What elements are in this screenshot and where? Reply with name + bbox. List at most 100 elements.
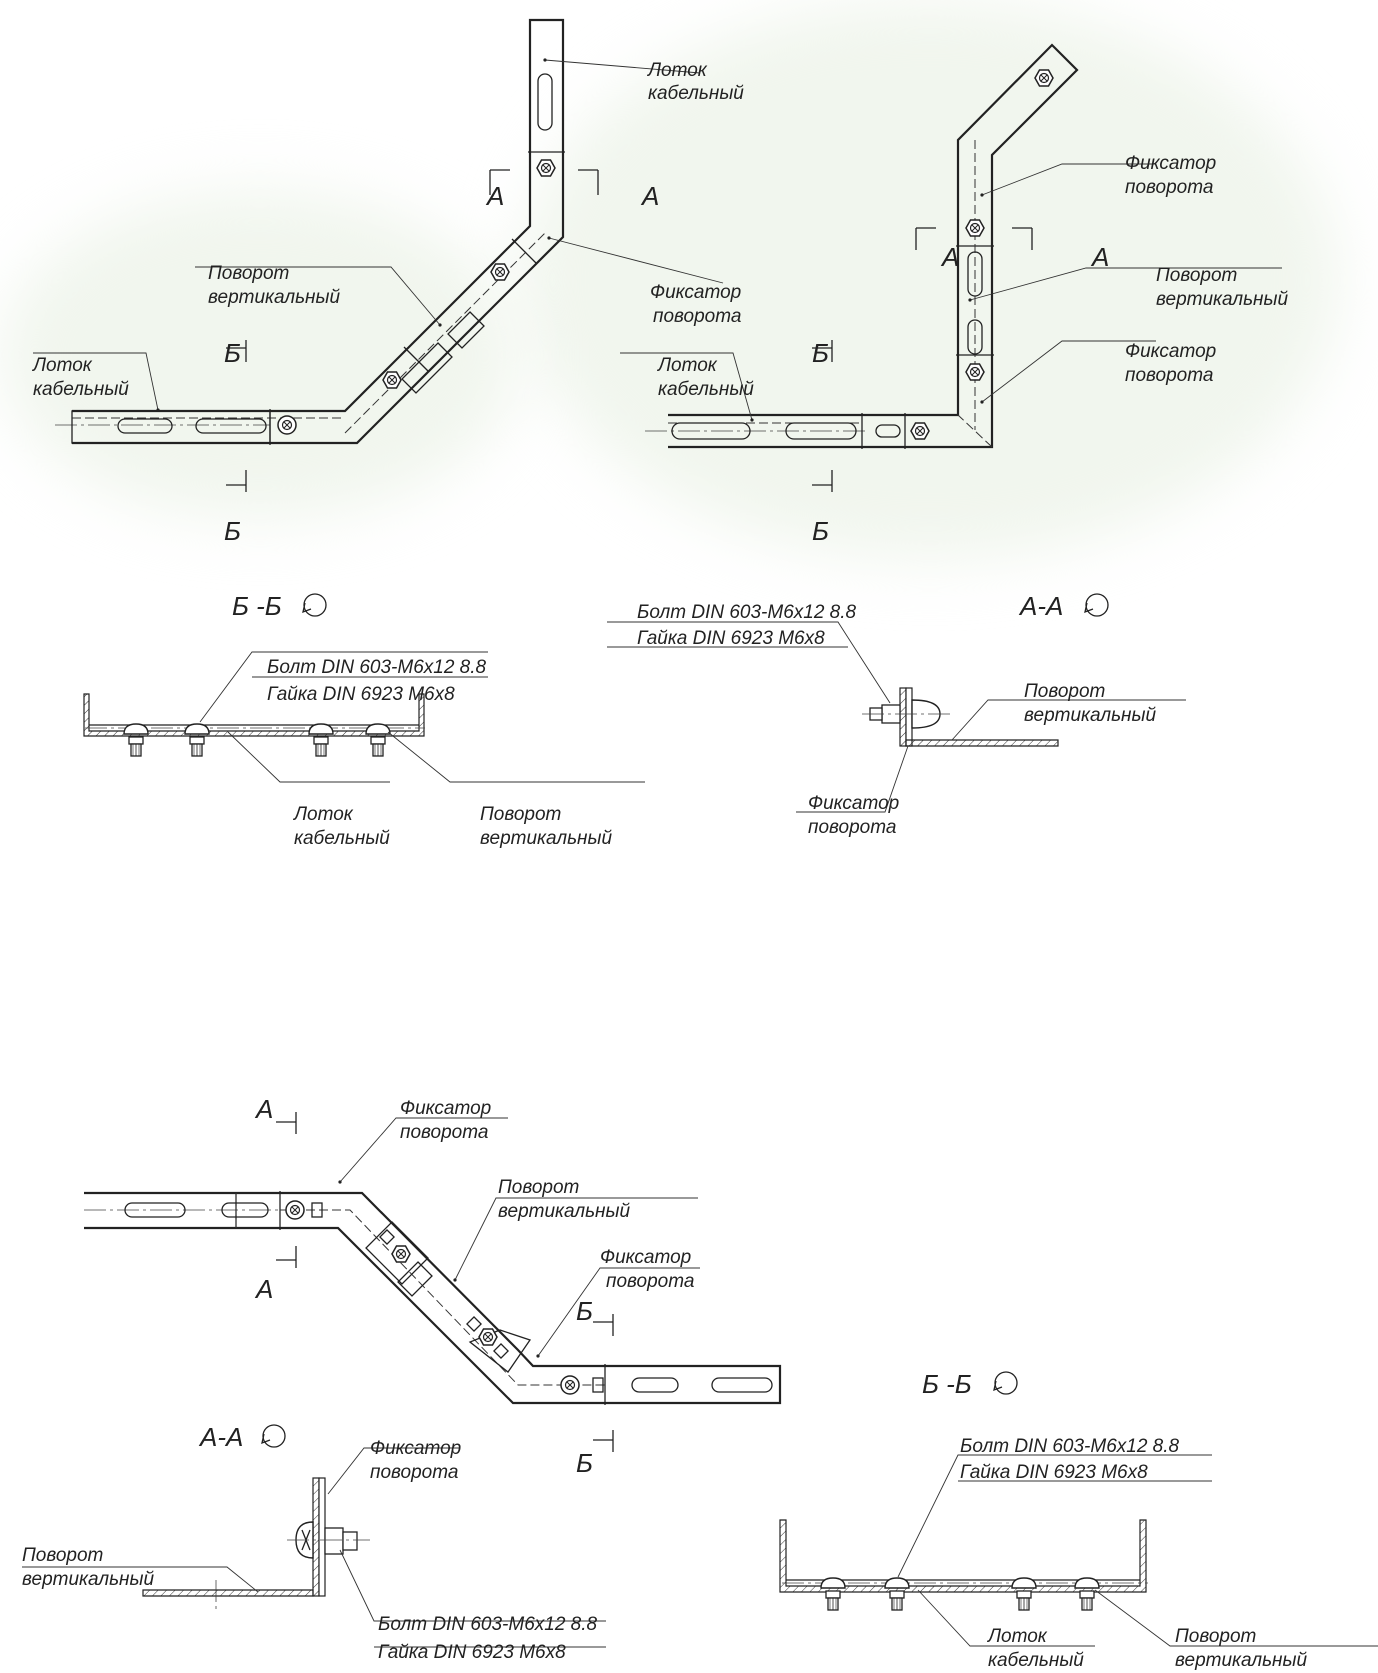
label-fixator-l2: поворота: [808, 817, 896, 838]
label-tray-l1: Лоток: [656, 355, 718, 376]
label-turn-l1: Поворот: [498, 1177, 579, 1198]
label-turn-l2: вертикальный: [498, 1201, 630, 1222]
svg-text:Гайка DIN 6923 М6х8: Гайка DIN 6923 М6х8: [378, 1642, 566, 1663]
label-fixator-l2: поворота: [400, 1122, 488, 1143]
section-letter: Б: [224, 338, 241, 368]
section-letter: Б: [576, 1296, 593, 1326]
section-title: Б -Б: [232, 591, 282, 621]
bolt-icon: [1034, 69, 1054, 87]
label-tray-l2: кабельный: [33, 379, 129, 400]
label-tray-l1: Лоток: [646, 60, 708, 81]
section-title: Б -Б: [922, 1369, 972, 1399]
label-tray-l2: кабельный: [648, 83, 744, 104]
label-fixator-l1: Фиксатор: [1125, 153, 1216, 174]
bolt-icon: [277, 415, 297, 435]
svg-text:А: А: [1090, 242, 1109, 272]
bolt-icon: [1011, 1577, 1037, 1611]
label-nut: Гайка DIN 6923 М6х8: [267, 684, 455, 705]
label-tray-l2: кабельный: [988, 1650, 1084, 1671]
svg-text:Болт DIN 603-М6х12 8.8: Болт DIN 603-М6х12 8.8: [378, 1614, 598, 1635]
svg-text:Б -Б: Б -Б: [232, 591, 282, 621]
section-letter: А: [254, 1094, 273, 1124]
svg-text:Поворот: Поворот: [208, 263, 289, 284]
section-circle-icon: [993, 1371, 1018, 1395]
svg-text:вертикальный: вертикальный: [1024, 705, 1156, 726]
section-letter: Б: [812, 338, 829, 368]
svg-text:А-А: А-А: [198, 1422, 243, 1452]
label-fixator-l1: Фиксатор: [400, 1098, 491, 1119]
section-letter: А: [485, 181, 504, 211]
svg-text:А: А: [254, 1274, 273, 1304]
bolt-icon: [965, 363, 985, 381]
svg-text:Болт DIN 603-М6х12 8.8: Болт DIN 603-М6х12 8.8: [637, 602, 857, 623]
svg-text:поворота: поворота: [808, 817, 896, 838]
svg-text:Поворот: Поворот: [498, 1177, 579, 1198]
label-turn-l2: вертикальный: [1156, 289, 1288, 310]
section-letter: А: [940, 242, 959, 272]
view-turn-90-top: [620, 43, 1282, 492]
label-fixator-l1: Фиксатор: [600, 1247, 691, 1268]
section-letter: А: [1090, 242, 1109, 272]
svg-text:Б: Б: [224, 516, 241, 546]
svg-text:кабельный: кабельный: [988, 1650, 1084, 1671]
svg-text:Лоток: Лоток: [656, 355, 718, 376]
bolt-icon: [308, 723, 334, 757]
section-letter: Б: [224, 516, 241, 546]
label-nut: Гайка DIN 6923 М6х8: [378, 1642, 566, 1663]
svg-text:Фиксатор: Фиксатор: [650, 282, 741, 303]
section-title: А-А: [198, 1422, 243, 1452]
bolt-icon: [391, 1245, 411, 1263]
svg-text:кабельный: кабельный: [33, 379, 129, 400]
svg-text:А: А: [640, 181, 659, 211]
view-turn-45-bottom: [84, 1112, 782, 1452]
svg-text:вертикальный: вертикальный: [22, 1569, 154, 1590]
bolt-icon: [965, 219, 985, 237]
svg-text:Фиксатор: Фиксатор: [1125, 341, 1216, 362]
bolt-icon: [884, 1577, 910, 1611]
svg-text:А-А: А-А: [1018, 591, 1063, 621]
label-bolt: Болт DIN 603-М6х12 8.8: [960, 1436, 1180, 1457]
svg-text:кабельный: кабельный: [294, 828, 390, 849]
label-nut: Гайка DIN 6923 М6х8: [637, 628, 825, 649]
svg-text:кабельный: кабельный: [648, 83, 744, 104]
svg-text:Б: Б: [812, 516, 829, 546]
bolt-icon: [123, 723, 149, 757]
svg-text:Фиксатор: Фиксатор: [600, 1247, 691, 1268]
section-letter: Б: [812, 516, 829, 546]
label-fixator-l2: поворота: [1125, 177, 1213, 198]
label-turn-l2: вертикальный: [1024, 705, 1156, 726]
label-tray-l1: Лоток: [986, 1626, 1048, 1647]
svg-text:поворота: поворота: [606, 1271, 694, 1292]
svg-text:Фиксатор: Фиксатор: [1125, 153, 1216, 174]
label-turn-l1: Поворот: [1024, 681, 1105, 702]
svg-text:вертикальный: вертикальный: [1175, 1650, 1307, 1671]
section-circle-icon: [261, 1424, 286, 1448]
svg-text:Лоток: Лоток: [646, 60, 708, 81]
section-circle-icon: [1084, 593, 1109, 617]
svg-text:поворота: поворота: [1125, 365, 1213, 386]
svg-text:Б: Б: [812, 338, 829, 368]
label-turn-l2: вертикальный: [1175, 1650, 1307, 1671]
section-letter: А: [254, 1274, 273, 1304]
background-tint: [520, 0, 1340, 560]
bolt-icon: [478, 1328, 498, 1346]
label-tray-l2: кабельный: [658, 379, 754, 400]
svg-text:Б: Б: [576, 1448, 593, 1478]
section-aa-bottom: [22, 1447, 606, 1648]
section-bb-bottom: [779, 1454, 1378, 1647]
bolt-icon: [365, 723, 391, 757]
svg-text:Фиксатор: Фиксатор: [400, 1098, 491, 1119]
label-turn-l2: вертикальный: [208, 287, 340, 308]
label-fixator-l1: Фиксатор: [370, 1438, 461, 1459]
bolt-icon: [285, 1200, 305, 1220]
svg-text:вертикальный: вертикальный: [480, 828, 612, 849]
label-bolt: Болт DIN 603-М6х12 8.8: [267, 657, 487, 678]
label-nut: Гайка DIN 6923 М6х8: [960, 1462, 1148, 1483]
svg-text:Поворот: Поворот: [22, 1545, 103, 1566]
svg-text:А: А: [254, 1094, 273, 1124]
label-fixator-l2: поворота: [1125, 365, 1213, 386]
bolt-icon: [382, 371, 402, 389]
label-fixator-l2: поворота: [653, 306, 741, 327]
bolt-icon: [490, 263, 510, 281]
